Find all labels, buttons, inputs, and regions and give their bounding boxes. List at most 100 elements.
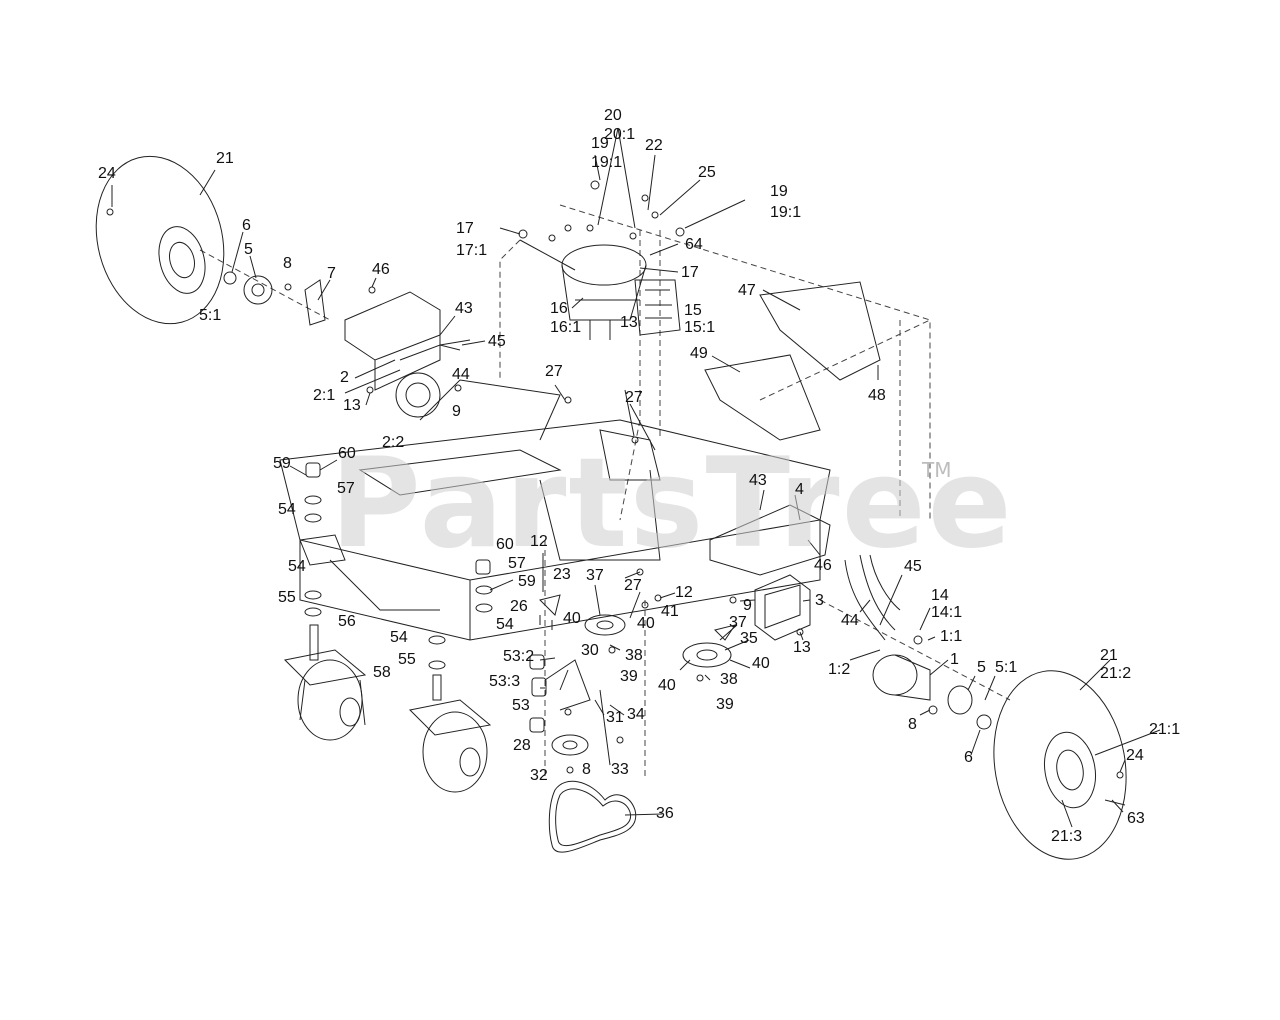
callout-27c: 27 (624, 577, 642, 594)
hydro-pump (634, 279, 681, 336)
callout-14-1: 14:1 (931, 604, 963, 621)
callout-5b: 5 (977, 659, 986, 676)
callout-12b: 12 (675, 584, 693, 601)
callout-21: 21 (216, 150, 234, 167)
callout-30: 30 (581, 642, 599, 659)
callout-53-3: 53:3 (489, 673, 521, 690)
callout-17: 17 (456, 220, 474, 237)
left-rear-tire (95, 155, 225, 325)
callout-34: 34 (627, 706, 645, 723)
callout-32: 32 (530, 767, 548, 784)
callout-64: 64 (685, 236, 703, 253)
callout-1: 1 (950, 651, 959, 668)
callout-6: 6 (242, 217, 251, 234)
callout-44: 44 (452, 366, 470, 383)
callout-19: 19 (591, 135, 609, 152)
callout-21-1: 21:1 (1149, 721, 1181, 738)
callout-47: 47 (738, 282, 756, 299)
callout-21-3: 21:3 (1051, 828, 1083, 845)
callout-41: 41 (661, 603, 679, 620)
callout-56: 56 (338, 613, 356, 630)
callout-58: 58 (373, 664, 391, 681)
callout-8c: 8 (908, 716, 917, 733)
callout-27b: 27 (625, 389, 643, 406)
callout-12: 12 (530, 533, 548, 550)
callout-8b: 8 (582, 761, 591, 778)
callout-22: 22 (645, 137, 663, 154)
callout-43b: 43 (749, 472, 767, 489)
callout-59b: 59 (518, 573, 536, 590)
callout-13: 13 (343, 397, 361, 414)
callout-2-2: 2:2 (382, 434, 405, 451)
callout-45: 45 (488, 333, 506, 350)
callout-2-1: 2:1 (313, 387, 336, 404)
callout-16: 16 (550, 300, 568, 317)
callout-16-1: 16:1 (550, 319, 582, 336)
callout-14: 14 (931, 587, 949, 604)
callout-38: 38 (625, 647, 643, 664)
callout-20: 20 (604, 107, 622, 124)
callout-9: 9 (452, 403, 461, 420)
callout-57: 57 (337, 480, 355, 497)
callout-37b: 37 (729, 614, 747, 631)
callout-33: 33 (611, 761, 629, 778)
callout-3: 3 (815, 592, 824, 609)
callout-59: 59 (273, 455, 291, 472)
callout-19-1b: 19:1 (770, 204, 802, 221)
callout-15: 15 (684, 302, 702, 319)
callout-5-1b: 5:1 (995, 659, 1018, 676)
callout-55: 55 (278, 589, 296, 606)
callout-7: 7 (327, 265, 336, 282)
callout-6b: 6 (964, 749, 973, 766)
callout-60: 60 (338, 445, 356, 462)
callout-1-2: 1:2 (828, 661, 851, 678)
callout-25: 25 (698, 164, 716, 181)
callout-2: 2 (340, 369, 349, 386)
callout-40d: 40 (658, 677, 676, 694)
callout-21-2: 21:2 (1100, 665, 1132, 682)
callout-43: 43 (455, 300, 473, 317)
callout-37: 37 (586, 567, 604, 584)
callout-17-1: 17:1 (456, 242, 488, 259)
callout-39: 39 (620, 668, 638, 685)
callout-35: 35 (740, 630, 758, 647)
callout-46: 46 (372, 261, 390, 278)
callout-36: 36 (656, 805, 674, 822)
callout-54b: 54 (288, 558, 306, 575)
engine (561, 244, 647, 340)
watermark-trademark: TM (922, 458, 952, 482)
callout-24: 24 (98, 165, 116, 182)
callout-55b: 55 (398, 651, 416, 668)
callout-31: 31 (606, 709, 624, 726)
callout-48: 48 (868, 387, 886, 404)
callout-53: 53 (512, 697, 530, 714)
callout-60b: 60 (496, 536, 514, 553)
callout-1-1: 1:1 (940, 628, 963, 645)
callout-39b: 39 (716, 696, 734, 713)
right-rear-tire (993, 670, 1127, 860)
callout-26: 26 (510, 598, 528, 615)
callout-19-1: 19:1 (591, 154, 623, 171)
callout-13c: 13 (793, 639, 811, 656)
callout-45b: 45 (904, 558, 922, 575)
callout-54: 54 (278, 501, 296, 518)
callout-13b: 13 (620, 314, 638, 331)
callout-21b: 21 (1100, 647, 1118, 664)
callout-24b: 24 (1126, 747, 1144, 764)
callout-49: 49 (690, 345, 708, 362)
callout-38b: 38 (720, 671, 738, 688)
callout-40b: 40 (637, 615, 655, 632)
callout-53-2: 53:2 (503, 648, 535, 665)
callout-23: 23 (553, 566, 571, 583)
callout-57b: 57 (508, 555, 526, 572)
callout-19b: 19 (770, 183, 788, 200)
callout-40c: 40 (752, 655, 770, 672)
callout-15-1: 15:1 (684, 319, 716, 336)
callout-40: 40 (563, 610, 581, 627)
callout-63: 63 (1127, 810, 1145, 827)
callout-5-1: 5:1 (199, 307, 222, 324)
callout-54c: 54 (390, 629, 408, 646)
callout-20-1: 20:1 (604, 126, 636, 143)
callout-46b: 46 (814, 557, 832, 574)
